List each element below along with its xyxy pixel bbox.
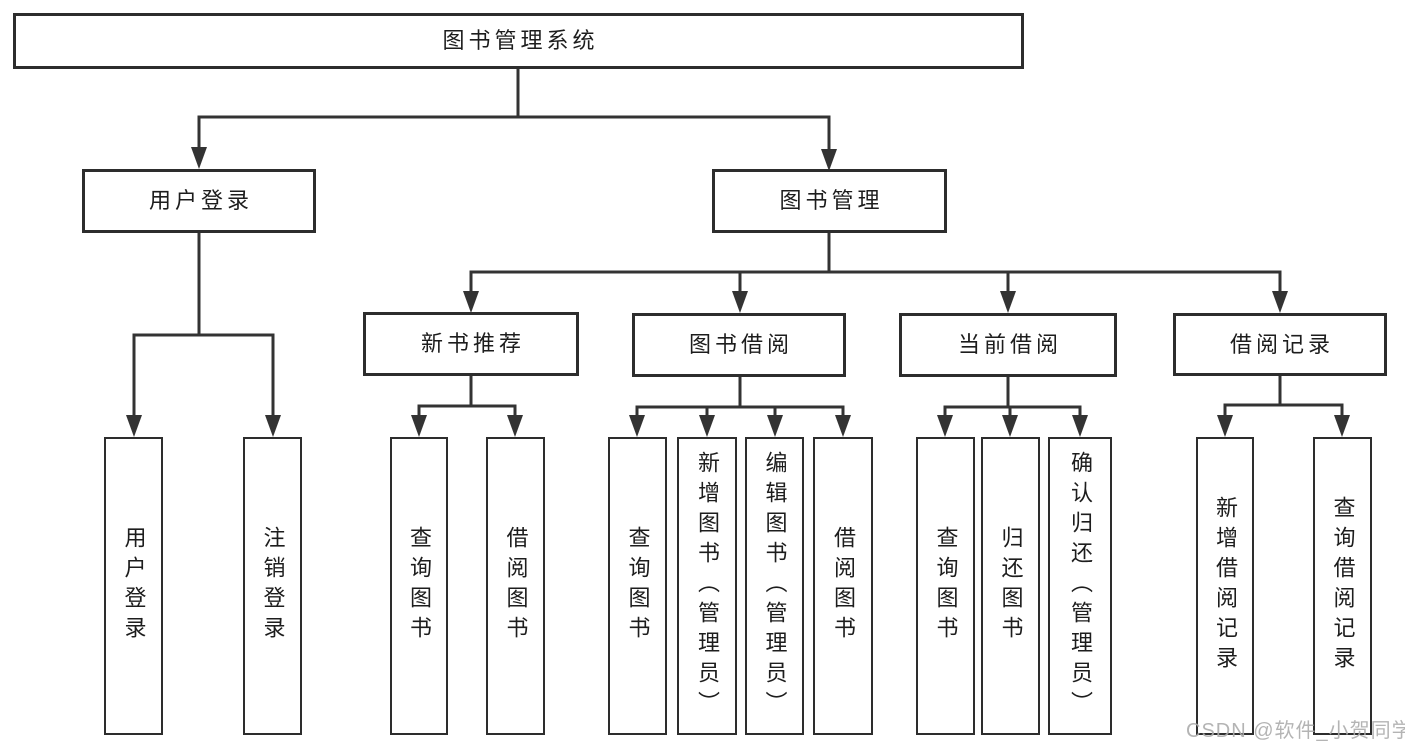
leaf-logout: 注销登录 [243, 437, 302, 735]
leaf-borrow-book-recommend: 借阅图书 [486, 437, 545, 735]
leaf-query-book-current: 查询图书 [916, 437, 975, 735]
node-user-login: 用户登录 [82, 169, 316, 233]
leaf-edit-book-admin: 编辑图书（管理员） [745, 437, 804, 735]
leaf-query-borrow-record: 查询借阅记录 [1313, 437, 1372, 735]
node-current-borrow: 当前借阅 [899, 313, 1117, 377]
leaf-add-book-admin: 新增图书（管理员） [677, 437, 737, 735]
leaf-add-borrow-record: 新增借阅记录 [1196, 437, 1254, 735]
leaf-query-book-recommend: 查询图书 [390, 437, 448, 735]
node-book-borrow: 图书借阅 [632, 313, 846, 377]
csdn-watermark: CSDN @软件_小贺同学 [1186, 720, 1405, 742]
node-borrow-records: 借阅记录 [1173, 313, 1387, 376]
node-root-system: 图书管理系统 [13, 13, 1024, 69]
leaf-return-book: 归还图书 [981, 437, 1040, 735]
leaf-query-book-borrow: 查询图书 [608, 437, 667, 735]
leaf-borrow-book: 借阅图书 [813, 437, 873, 735]
node-book-management: 图书管理 [712, 169, 947, 233]
arrowheads [126, 147, 1350, 437]
leaf-user-login: 用户登录 [104, 437, 163, 735]
node-new-book-recommend: 新书推荐 [363, 312, 579, 376]
leaf-confirm-return-admin: 确认归还（管理员） [1048, 437, 1112, 735]
